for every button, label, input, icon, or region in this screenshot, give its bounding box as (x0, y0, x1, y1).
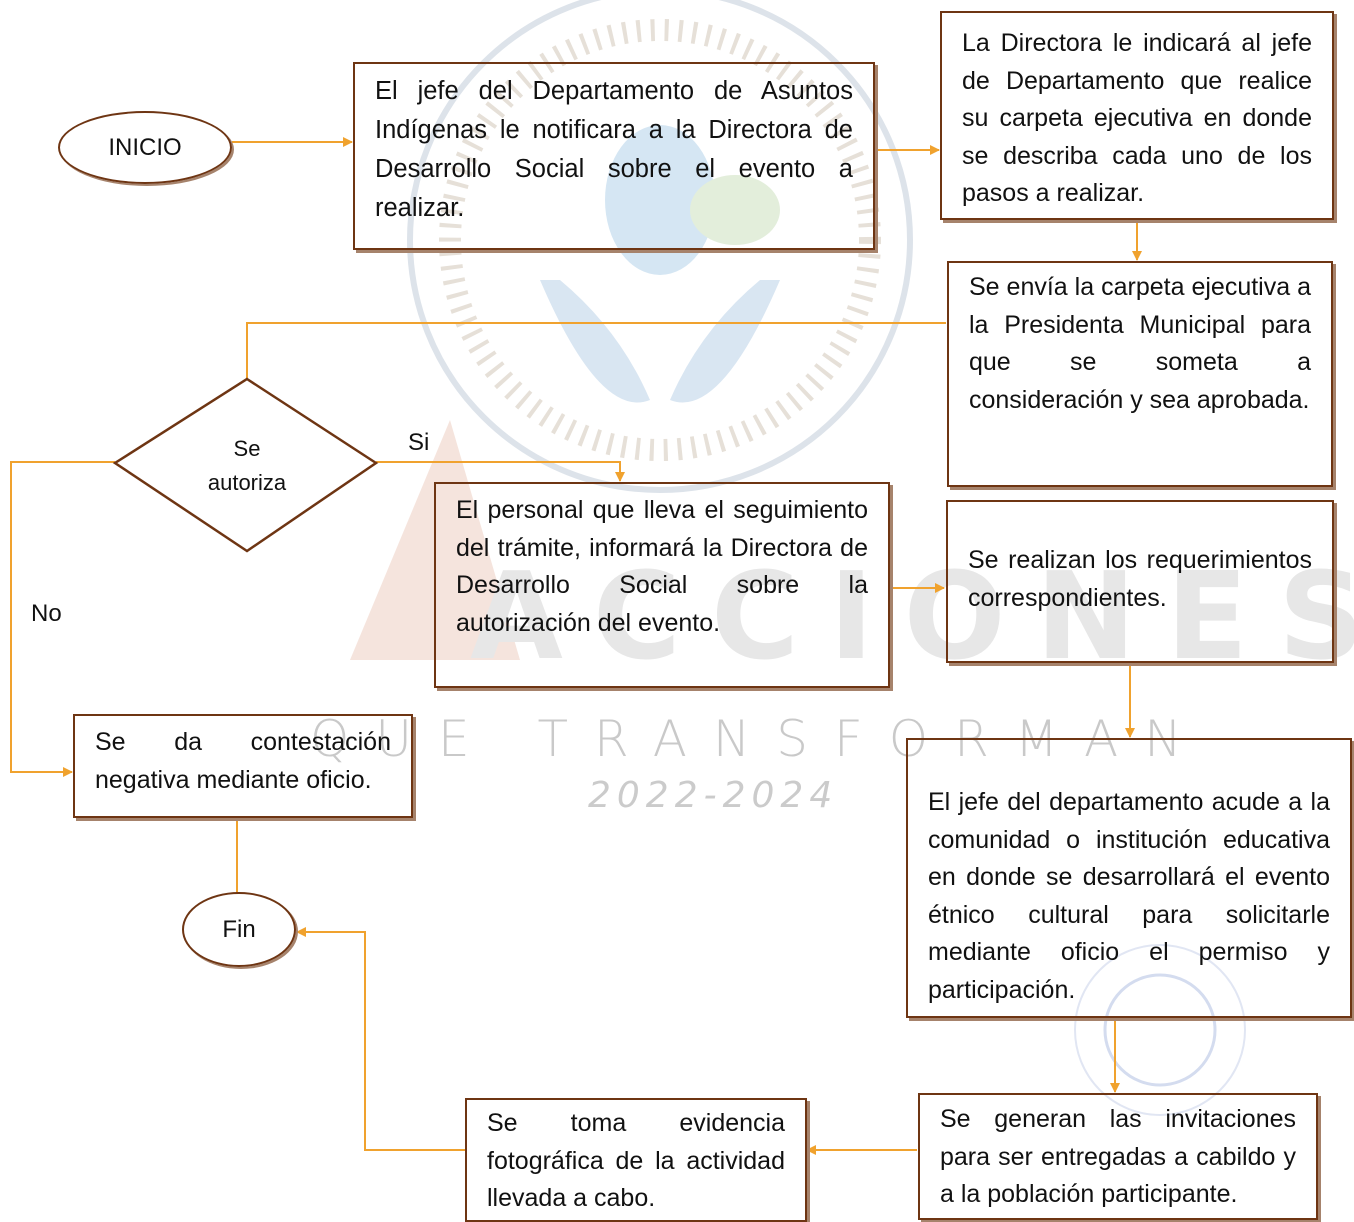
arrow-decision-yes (376, 461, 625, 482)
step3-send-to-president: Se envía la carpeta ejecutiva a la Presi… (947, 261, 1333, 487)
step-visit-community: El jefe del departamento acude a la comu… (906, 738, 1352, 1018)
start-oval: INICIO (58, 111, 232, 184)
arrow-step3-decision (246, 322, 946, 378)
step-yes-inform-director: El personal que lleva el seguimiento del… (434, 482, 890, 688)
decision-label: Se autoriza (207, 436, 287, 495)
decision-diamond (112, 377, 379, 553)
end-oval: Fin (182, 892, 296, 967)
arrow-evidence-end (296, 927, 465, 1151)
step-no-negative-response: Se da contestación negativa mediante ofi… (73, 714, 413, 818)
yes-label: Si (408, 429, 430, 456)
no-label: No (31, 600, 62, 627)
arrow-decision-no (10, 461, 115, 777)
step-invitations: Se generan las invitaciones para ser ent… (918, 1093, 1318, 1220)
step2-executive-folder: La Directora le indicará al jefe de Depa… (940, 11, 1334, 220)
step-requirements: Se realizan los requerimientos correspon… (946, 500, 1334, 663)
step1-notify-director: El jefe del Departamento de Asuntos Indí… (353, 62, 875, 250)
step-evidence: Se toma evidencia fotográfica de la acti… (465, 1098, 807, 1222)
